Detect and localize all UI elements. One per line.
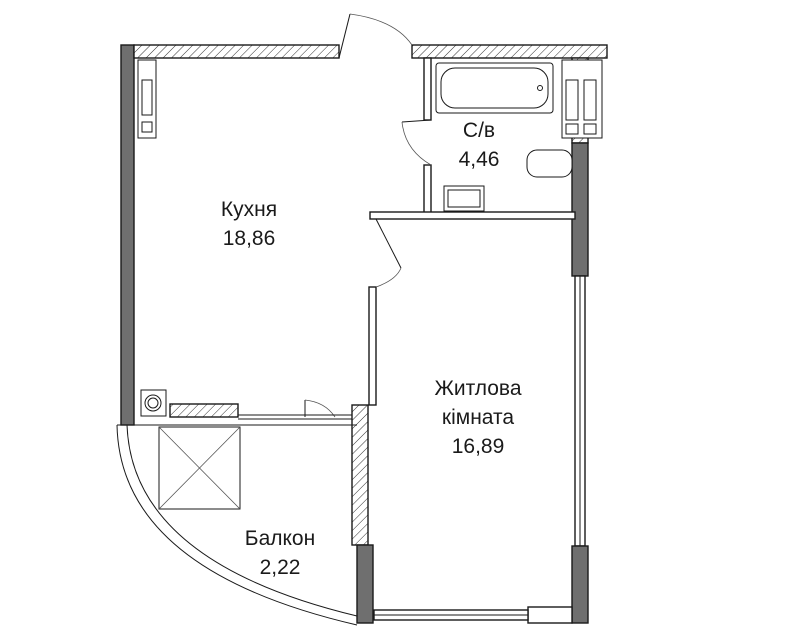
- partitions: [368, 57, 576, 406]
- top-wall-bathroom: [411, 44, 608, 59]
- room-labels: Кухня 18,86 С/в 4,46 Житлова кімната 16,…: [221, 119, 522, 579]
- doors: [304, 13, 432, 418]
- toilet: [526, 149, 573, 178]
- kitchen-area: 18,86: [223, 227, 276, 250]
- radiators: [137, 59, 603, 139]
- bottom-wall-right: [527, 606, 573, 624]
- bathroom-fixtures: [435, 62, 573, 212]
- right-wall-solid-lower: [571, 545, 589, 624]
- balcony-outer-rail: [116, 424, 358, 626]
- walls: [120, 44, 608, 624]
- bathroom-area: 4,46: [459, 148, 500, 171]
- top-wall-kitchen: [133, 44, 340, 59]
- balcony: [116, 414, 358, 626]
- balcony-floor-opening: [158, 426, 241, 510]
- living-left-wall-upper: [351, 404, 369, 546]
- living-left-wall-solid: [356, 544, 374, 624]
- left-outer-wall: [120, 44, 135, 426]
- living-room-area: 16,89: [452, 435, 505, 458]
- living-room-name-line1: Житлова: [434, 377, 521, 400]
- kitchen-bottom-wall: [169, 403, 239, 418]
- balcony-name: Балкон: [245, 527, 315, 550]
- bathroom-name: С/в: [463, 119, 495, 142]
- living-room-name-line2: кімната: [442, 406, 514, 429]
- kitchen-name: Кухня: [221, 198, 277, 221]
- right-wall-solid-upper: [571, 142, 589, 277]
- balcony-area: 2,22: [260, 556, 301, 579]
